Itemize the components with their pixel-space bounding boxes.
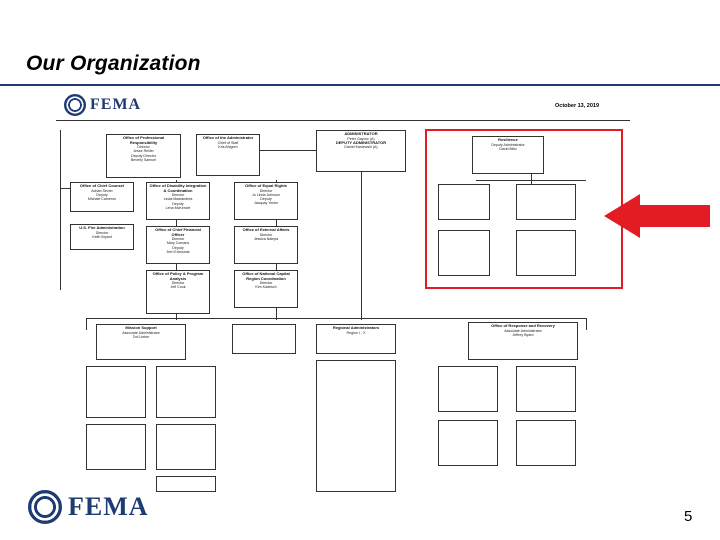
- fema-logo-text: FEMA: [90, 96, 142, 113]
- org-box-ms-sub-4: [156, 424, 216, 470]
- org-box-res-sub-3: [438, 230, 490, 276]
- title-divider: [0, 84, 720, 86]
- chart-date: October 13, 2019: [555, 103, 600, 109]
- org-box-gpd: [232, 324, 296, 354]
- dhs-seal-icon: [28, 490, 62, 524]
- connector: [361, 160, 362, 320]
- page-number: 5: [684, 508, 693, 525]
- org-box-external-affairs: Office of External Affairs Director Jess…: [234, 226, 298, 264]
- org-box-ms-sub-1: [86, 366, 146, 418]
- connector: [586, 318, 587, 330]
- org-box-administrator: ADMINISTRATOR Peter Gaynor (A) DEPUTY AD…: [316, 130, 406, 172]
- chart-header-rule: [56, 120, 630, 121]
- org-box-rr-sub-4: [516, 420, 576, 466]
- org-box-rr-sub-1: [438, 366, 498, 412]
- org-box-ms-sub-5: [156, 476, 216, 492]
- org-box-region-list: [316, 360, 396, 492]
- org-box-equal-rights: Office of Equal Rights Director Jo Linda…: [234, 182, 298, 220]
- org-box-regions: Regional Administrators Region I - X: [316, 324, 396, 354]
- connector: [86, 318, 586, 319]
- org-box-response-recovery: Office of Response and Recovery Associat…: [468, 322, 578, 360]
- org-box-ncr: Office of National Capital Region Coordi…: [234, 270, 298, 308]
- connector: [60, 130, 61, 290]
- org-box-ms-sub-2: [156, 366, 216, 418]
- org-box-policy: Office of Policy & Program Analysis Dire…: [146, 270, 210, 314]
- dhs-seal-icon: [64, 94, 86, 116]
- org-box-fire: U.S. Fire Administration Director Keith …: [70, 224, 134, 250]
- page-title: Our Organization: [26, 52, 201, 75]
- org-box-rr-sub-2: [516, 366, 576, 412]
- org-box-admin-office: Office of the Administrator Chief of Sta…: [196, 134, 260, 176]
- org-box-res-sub-4: [516, 230, 576, 276]
- org-box-mission-support: Mission Support Associate Administrator …: [96, 324, 186, 360]
- org-box-chief-counsel: Office of Chief Counsel Adrian Sevier De…: [70, 182, 134, 212]
- connector: [256, 150, 316, 151]
- org-box-res-sub-2: [516, 184, 576, 220]
- org-chart: FEMA Office of Professional Responsibili…: [56, 90, 630, 492]
- org-box-resilience: Resilience Deputy Administrator David Bi…: [472, 136, 544, 174]
- org-box-cfo: Office of Chief Financial Officer Direct…: [146, 226, 210, 264]
- fema-logo-bottom: FEMA: [28, 490, 149, 524]
- org-box-rr-sub-3: [438, 420, 498, 466]
- fema-logo-top: FEMA: [64, 94, 141, 116]
- fema-logo-text: FEMA: [68, 492, 149, 521]
- highlight-box: [425, 129, 623, 289]
- org-box-disability: Office of Disability Integration & Coord…: [146, 182, 210, 220]
- connector: [86, 318, 87, 330]
- connector: [60, 188, 70, 189]
- org-box-res-sub-1: [438, 184, 490, 220]
- left-arrow-icon: [604, 194, 710, 238]
- org-box-ms-sub-3: [86, 424, 146, 470]
- org-box-opr: Office of Professional Responsibility Di…: [106, 134, 181, 178]
